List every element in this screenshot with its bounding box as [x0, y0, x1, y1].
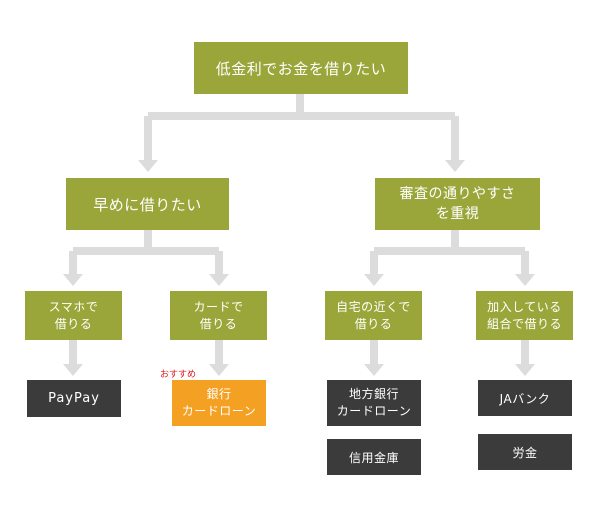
arrowhead — [515, 274, 535, 286]
arrowhead — [364, 364, 384, 376]
arrowhead — [364, 274, 384, 286]
result-rokin: 労金 — [478, 434, 572, 470]
connector-root — [144, 94, 459, 162]
result-shinkin: 信用金庫 — [327, 439, 421, 475]
result-paypay: PayPay — [27, 380, 121, 417]
connector-right — [370, 230, 529, 276]
arrowhead — [515, 364, 535, 376]
arrowhead — [63, 274, 83, 286]
recommend-label: おすすめ — [160, 370, 197, 380]
node-borrow-soon: 早めに借りたい — [66, 178, 229, 230]
arrowhead — [209, 364, 229, 376]
node-near-home: 自宅の近くで 借りる — [325, 291, 422, 340]
node-union: 加入している 組合で借りる — [476, 291, 573, 340]
arrowhead — [209, 274, 229, 286]
root-node: 低金利でお金を借りたい — [194, 42, 408, 94]
arrowhead — [445, 160, 465, 172]
arrowhead — [138, 160, 158, 172]
connector-results — [69, 340, 529, 366]
node-smartphone: スマホで 借りる — [25, 291, 122, 340]
node-easy-screening: 審査の通りやすさ を重視 — [375, 178, 540, 230]
result-ja-bank: JAバンク — [478, 380, 572, 416]
connector-left — [69, 230, 223, 276]
result-regional-bank: 地方銀行 カードローン — [327, 380, 421, 426]
node-card: カードで 借りる — [170, 291, 267, 340]
result-bank-cardloan: 銀行 カードローン — [172, 380, 266, 426]
arrowhead — [63, 364, 83, 376]
